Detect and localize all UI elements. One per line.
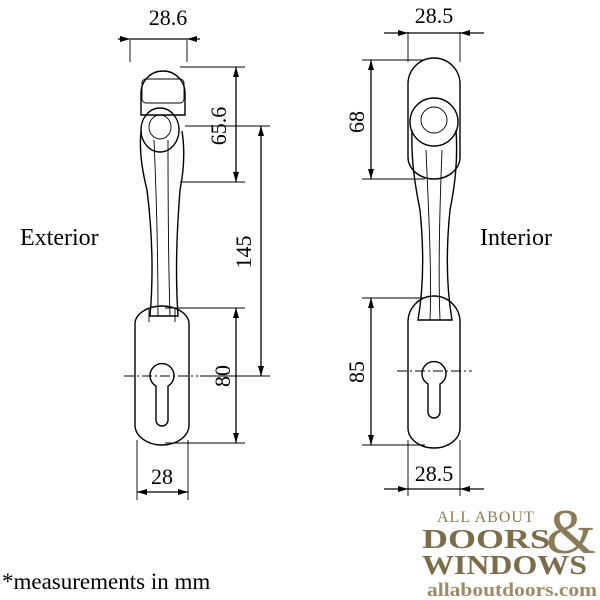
logo-url: allaboutdoors.com xyxy=(427,580,597,600)
interior-top-height: 68 xyxy=(344,111,369,133)
exterior-label: Exterior xyxy=(20,225,99,251)
interior-keyhole xyxy=(421,360,447,419)
exterior-bottom-height: 80 xyxy=(210,365,235,387)
exterior-top-rose-recess xyxy=(141,78,185,104)
logo-ampersand: & xyxy=(546,496,596,567)
interior-label: Interior xyxy=(480,225,552,251)
interior-bottom-rose xyxy=(407,295,461,449)
exterior-dimensions: 28.6 65.6 145 80 28 xyxy=(118,5,270,500)
interior-top-width: 28.5 xyxy=(415,3,454,28)
exterior-lever-groove xyxy=(153,139,171,317)
exterior-top-rose xyxy=(140,70,186,116)
interior-lever-grip xyxy=(411,129,458,321)
exterior-keyhole xyxy=(149,362,175,427)
measurements-note: *measurements in mm xyxy=(2,569,210,594)
brand-logo: & ALL ABOUT DOORS WINDOWS allaboutdoors.… xyxy=(422,496,597,600)
interior-top-rose xyxy=(407,57,461,180)
exterior-spindle-boss-inner xyxy=(148,114,172,140)
interior-spindle-boss-inner xyxy=(420,106,448,134)
exterior-spindle-boss xyxy=(140,107,180,153)
exterior-bottom-rose xyxy=(134,305,190,446)
logo-line-doors: DOORS xyxy=(422,524,550,554)
exterior-bottom-rose-top xyxy=(148,308,176,322)
interior-lever-groove xyxy=(425,149,443,321)
interior-spindle-boss xyxy=(409,97,459,147)
exterior-lever-grip xyxy=(139,130,185,317)
logo-line-all-about: ALL ABOUT xyxy=(437,509,535,526)
interior-dimensions: 28.5 68 85 28.5 xyxy=(344,3,484,496)
exterior-centers: 145 xyxy=(231,236,256,269)
exterior-bottom-width: 28 xyxy=(151,464,173,489)
interior-handle xyxy=(397,57,472,449)
interior-bottom-height: 85 xyxy=(344,361,369,383)
logo-line-windows: WINDOWS xyxy=(422,550,587,580)
interior-bottom-width: 28.5 xyxy=(415,461,454,486)
exterior-top-width: 28.6 xyxy=(149,5,188,30)
exterior-handle xyxy=(124,70,198,446)
